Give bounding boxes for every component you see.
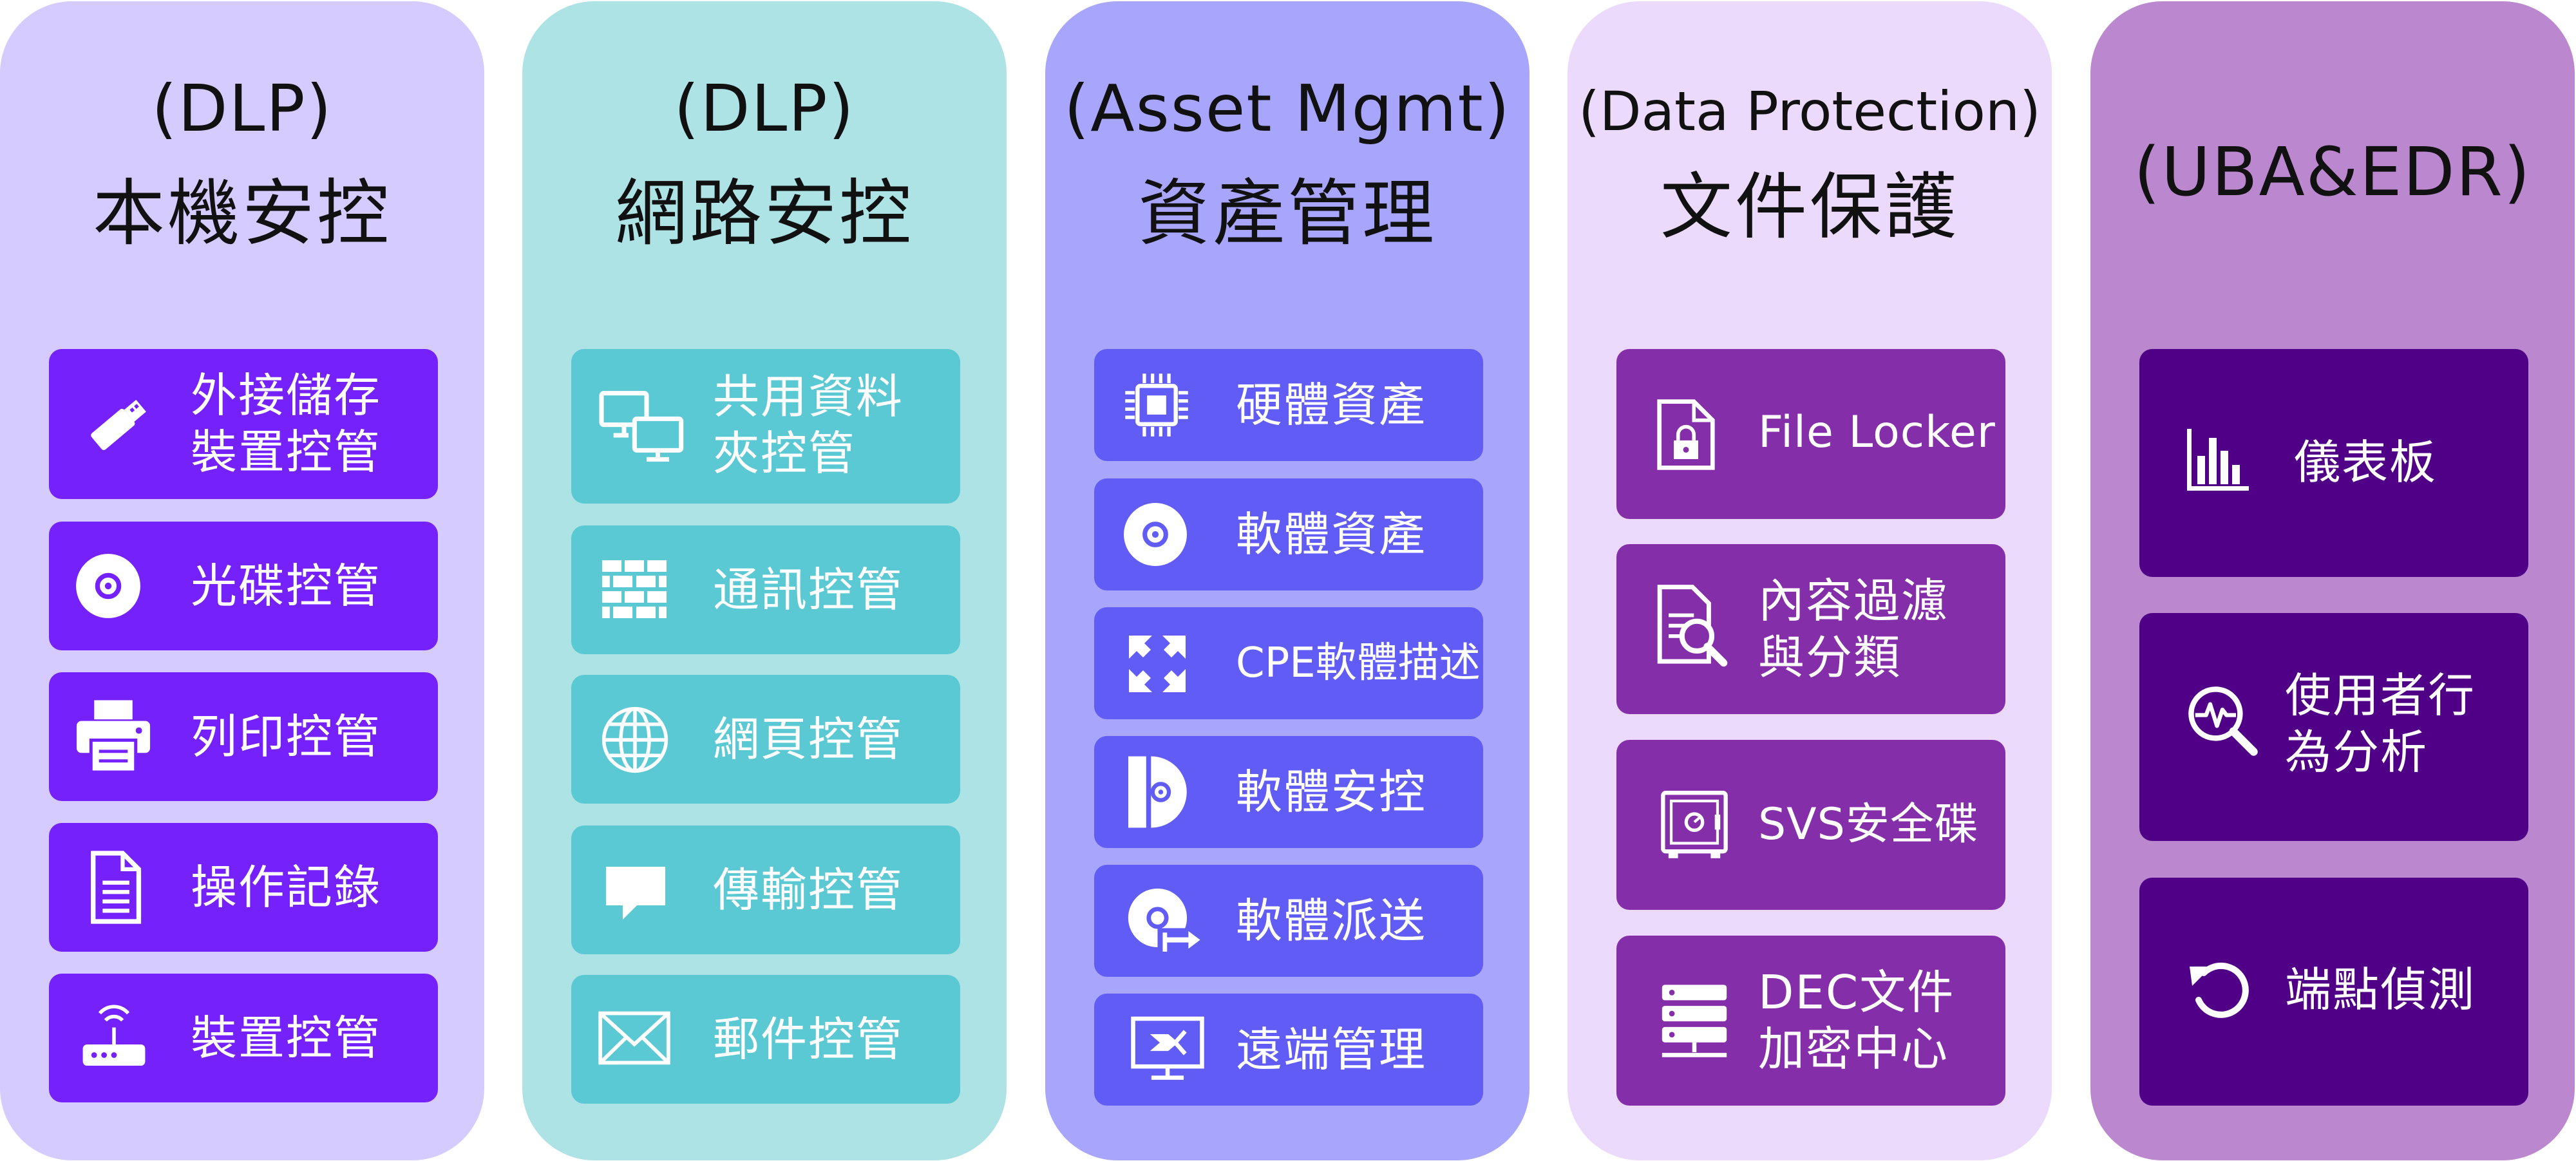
column-subtitle: (Data Protection): [1578, 80, 2041, 143]
card-label: 網頁控管: [713, 712, 904, 766]
card-label: File Locker: [1758, 407, 1996, 458]
card-hardware-assets[interactable]: 硬體資產: [1094, 349, 1483, 461]
card-shared-folder[interactable]: 共用資料 夾控管: [571, 349, 960, 504]
card-remote-management[interactable]: 遠端管理: [1094, 994, 1483, 1106]
refresh-icon: [2186, 958, 2250, 1022]
document-icon: [81, 849, 148, 926]
column-title: 網路安控: [615, 172, 914, 256]
column-local-security: (DLP) 本機安控 外接儲存 裝置控管 光碟控管 列印控管 操作記錄 裝置控管: [0, 1, 484, 1160]
card-transfer[interactable]: 傳輸控管: [571, 826, 960, 954]
card-dec-encryption-center[interactable]: DEC文件 加密中心: [1616, 936, 2005, 1106]
card-software-assets[interactable]: 軟體資產: [1094, 478, 1483, 590]
column-title: 本機安控: [93, 172, 392, 256]
column-title: 文件保護: [1660, 165, 1959, 249]
card-label: 裝置控管: [191, 1011, 382, 1065]
card-cpe-description[interactable]: CPE軟體描述: [1094, 607, 1483, 719]
column-subtitle: (DLP): [151, 71, 333, 146]
card-label: 郵件控管: [713, 1012, 904, 1066]
disc-deploy-icon: [1125, 884, 1206, 958]
card-file-locker[interactable]: File Locker: [1616, 349, 2005, 519]
card-label: 共用資料 夾控管: [713, 370, 904, 480]
card-label: 軟體派送: [1236, 894, 1427, 948]
firewall-icon: [601, 558, 668, 622]
card-label: 傳輸控管: [713, 863, 904, 917]
card-label: 使用者行 為分析: [2285, 668, 2476, 779]
remote-monitor-icon: [1129, 1013, 1206, 1086]
column-asset-management: (Asset Mgmt) 資產管理 硬體資產 軟體資產 CPE軟體描述 軟體安控…: [1045, 1, 1530, 1160]
card-software-deploy[interactable]: 軟體派送: [1094, 865, 1483, 977]
card-label: 外接儲存 裝置控管: [191, 368, 382, 479]
router-icon: [79, 1002, 149, 1073]
card-printing[interactable]: 列印控管: [49, 672, 438, 801]
file-lock-icon: [1655, 398, 1717, 471]
disc-icon: [1122, 502, 1188, 567]
card-label: 端點偵測: [2285, 963, 2476, 1017]
card-label: 儀表板: [2294, 435, 2438, 489]
card-operation-log[interactable]: 操作記錄: [49, 823, 438, 952]
globe-icon: [600, 704, 670, 775]
column-network-security: (DLP) 網路安控 共用資料 夾控管 通訊控管 網頁控管 傳輸控管 郵件控管: [522, 1, 1007, 1160]
server-stack-icon: [1659, 982, 1730, 1059]
cpu-chip-icon: [1122, 371, 1191, 439]
card-user-behavior-analysis[interactable]: 使用者行 為分析: [2139, 613, 2528, 841]
card-label: 列印控管: [191, 710, 382, 764]
card-content-filter[interactable]: 內容過濾 與分類: [1616, 544, 2005, 714]
disc-icon: [75, 552, 142, 619]
arrows-icon: [1125, 632, 1189, 696]
chat-bubble-icon: [603, 859, 668, 923]
card-label: 軟體資產: [1236, 507, 1427, 562]
disc-case-icon: [1125, 751, 1206, 833]
card-label: CPE軟體描述: [1236, 639, 1481, 687]
column-uba-edr: (UBA&EDR) 儀表板 使用者行 為分析 端點偵測: [2090, 1, 2575, 1160]
card-endpoint-detection[interactable]: 端點偵測: [2139, 878, 2528, 1106]
envelope-icon: [597, 1007, 672, 1069]
card-web-control[interactable]: 網頁控管: [571, 675, 960, 804]
card-external-storage[interactable]: 外接儲存 裝置控管: [49, 349, 438, 499]
card-optical-disc[interactable]: 光碟控管: [49, 522, 438, 650]
card-dashboard[interactable]: 儀表板: [2139, 349, 2528, 577]
printer-icon: [73, 695, 153, 775]
card-label: 軟體安控: [1236, 765, 1427, 819]
card-label: 硬體資產: [1236, 378, 1427, 432]
column-title: 資產管理: [1138, 172, 1437, 256]
column-subtitle: (UBA&EDR): [2134, 133, 2532, 211]
card-software-control[interactable]: 軟體安控: [1094, 736, 1483, 848]
bar-chart-icon: [2186, 428, 2250, 492]
column-data-protection: (Data Protection) 文件保護 File Locker 內容過濾 …: [1567, 1, 2052, 1160]
column-subtitle: (DLP): [674, 71, 855, 146]
card-mail[interactable]: 郵件控管: [571, 975, 960, 1104]
card-svs-secure-disk[interactable]: SVS安全碟: [1616, 740, 2005, 910]
card-label: 遠端管理: [1236, 1023, 1427, 1077]
usb-drive-icon: [82, 389, 153, 460]
card-device-control[interactable]: 裝置控管: [49, 974, 438, 1102]
card-communication[interactable]: 通訊控管: [571, 525, 960, 654]
card-label: SVS安全碟: [1758, 799, 1979, 850]
card-label: 通訊控管: [713, 563, 904, 617]
card-label: 內容過濾 與分類: [1758, 574, 1949, 684]
card-label: 操作記錄: [191, 860, 382, 914]
card-label: 光碟控管: [191, 559, 382, 613]
card-label: DEC文件 加密中心: [1758, 965, 1955, 1076]
shared-monitors-icon: [597, 388, 687, 465]
document-search-icon: [1655, 584, 1730, 670]
safe-icon: [1660, 790, 1728, 861]
magnifier-pulse-icon: [2186, 684, 2260, 759]
column-subtitle: (Asset Mgmt): [1064, 71, 1511, 146]
